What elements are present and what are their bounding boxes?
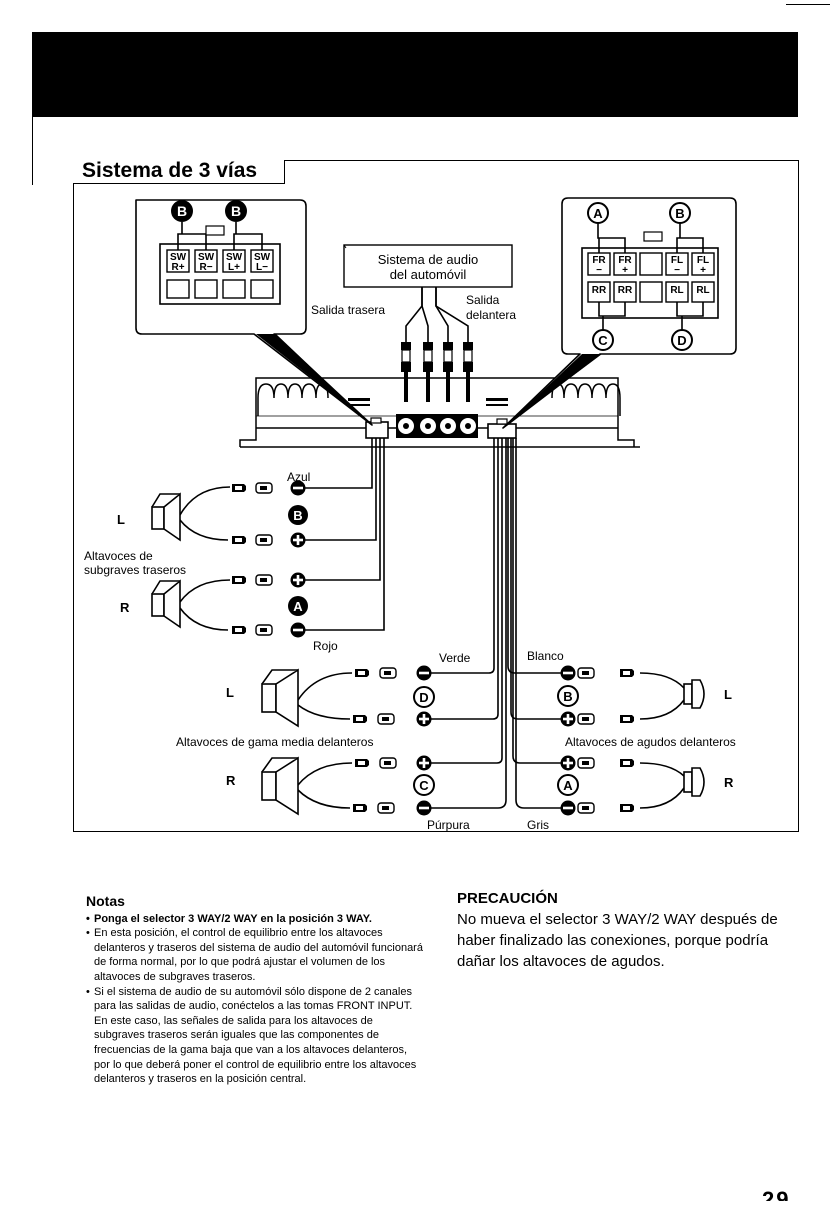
svg-text:RL: RL bbox=[696, 285, 709, 296]
svg-text:FR: FR bbox=[618, 255, 632, 266]
wire-purpura: Púrpura bbox=[427, 818, 470, 832]
tweeter-left bbox=[683, 679, 705, 709]
svg-text:L+: L+ bbox=[228, 262, 240, 273]
note-item: Ponga el selector 3 WAY/2 WAY en la posi… bbox=[86, 912, 426, 927]
svg-text:RR: RR bbox=[592, 285, 607, 296]
tweeter-plugs: B A bbox=[557, 665, 634, 816]
marker-c-mid: C bbox=[419, 778, 429, 793]
caution-text: No mueva el selector 3 WAY/2 WAY después… bbox=[457, 911, 778, 970]
svg-text:FR: FR bbox=[592, 255, 606, 266]
svg-text:+: + bbox=[700, 265, 706, 276]
notes-section: Notas Ponga el selector 3 WAY/2 WAY en l… bbox=[86, 894, 426, 1087]
marker-b-right: B bbox=[231, 203, 241, 219]
sub-left-label: L bbox=[117, 512, 125, 527]
front-output-label-2: delantera bbox=[466, 308, 516, 322]
wire-gris: Gris bbox=[527, 818, 549, 832]
sub-right-label: R bbox=[120, 600, 130, 615]
mid-speaker-right bbox=[261, 756, 299, 816]
left-connector-inset: B B SW R+ SW R− SW L+ SW L− bbox=[135, 199, 373, 426]
marker-d-mid: D bbox=[419, 690, 428, 705]
right-connector-inset: A B C D FR − FR + FL − FL + RR RR RL bbox=[502, 197, 737, 429]
svg-text:FL: FL bbox=[671, 255, 683, 266]
section-title: Sistema de 3 vías bbox=[73, 160, 285, 184]
sub-plugs: B A bbox=[232, 480, 308, 638]
svg-text:+: + bbox=[622, 265, 628, 276]
page-number: 29 bbox=[762, 1187, 791, 1201]
marker-a-sub: A bbox=[293, 599, 303, 614]
amp-input-jacks bbox=[348, 398, 508, 438]
tweeter-label: Altavoces de agudos delanteros bbox=[565, 735, 736, 749]
svg-text:SW: SW bbox=[254, 252, 271, 263]
left-rule bbox=[32, 117, 33, 185]
svg-text:RR: RR bbox=[618, 285, 633, 296]
svg-text:SW: SW bbox=[170, 252, 187, 263]
rca-plugs bbox=[400, 341, 474, 403]
header-banner bbox=[32, 32, 798, 117]
mid-right-label: R bbox=[226, 773, 236, 788]
sub-wiring bbox=[179, 438, 385, 631]
marker-b-top: B bbox=[675, 206, 684, 221]
marker-b-sub: B bbox=[293, 508, 302, 523]
tweeter-right-label: R bbox=[724, 775, 734, 790]
head-unit: Sistema de audio del automóvil bbox=[343, 244, 513, 288]
head-unit-label-1: Sistema de audio bbox=[378, 252, 478, 267]
head-unit-label-2: del automóvil bbox=[390, 267, 467, 282]
wire-rojo: Rojo bbox=[313, 639, 338, 653]
caution-section: PRECAUCIÓN No mueva el selector 3 WAY/2 … bbox=[457, 890, 797, 972]
notes-list: Ponga el selector 3 WAY/2 WAY en la posi… bbox=[86, 912, 426, 1087]
svg-text:−: − bbox=[596, 265, 602, 276]
svg-text:R−: R− bbox=[199, 262, 212, 273]
sub-speaker-right bbox=[151, 579, 181, 629]
tweeter-left-label: L bbox=[724, 687, 732, 702]
rear-output-label: Salida trasera bbox=[311, 303, 385, 317]
marker-b-left: B bbox=[177, 203, 187, 219]
note-item: En esta posición, el control de equilibr… bbox=[86, 926, 426, 984]
front-output-label-1: Salida bbox=[466, 293, 500, 307]
mid-speaker-left bbox=[261, 668, 299, 728]
mid-plugs: D C bbox=[353, 665, 435, 816]
marker-b-tweeter: B bbox=[563, 689, 572, 704]
wire-blanco: Blanco bbox=[527, 649, 564, 663]
caution-title: PRECAUCIÓN bbox=[457, 890, 558, 907]
note-item: Si el sistema de audio de su automóvil s… bbox=[86, 985, 426, 1087]
svg-text:RL: RL bbox=[670, 285, 683, 296]
sub-label-2: subgraves traseros bbox=[84, 563, 186, 577]
sub-speaker-left bbox=[151, 492, 181, 542]
svg-text:SW: SW bbox=[226, 252, 243, 263]
tweeter-right bbox=[683, 767, 705, 797]
amp-rear-speaker-connector bbox=[365, 421, 389, 439]
sub-label-1: Altavoces de bbox=[84, 549, 153, 563]
mid-left-label: L bbox=[226, 685, 234, 700]
marker-c-bottom: C bbox=[598, 333, 608, 348]
marker-d-bottom: D bbox=[677, 333, 686, 348]
svg-text:R+: R+ bbox=[171, 262, 184, 273]
front-wiring bbox=[297, 438, 685, 809]
marker-a-top: A bbox=[593, 206, 603, 221]
amp-front-speaker-connector bbox=[487, 423, 517, 439]
wire-azul: Azul bbox=[287, 470, 310, 484]
rca-cables bbox=[405, 287, 469, 342]
svg-text:FL: FL bbox=[697, 255, 709, 266]
notes-title: Notas bbox=[86, 893, 125, 909]
diagram-frame bbox=[73, 160, 799, 832]
svg-text:−: − bbox=[674, 265, 680, 276]
svg-text:SW: SW bbox=[198, 252, 215, 263]
svg-text:L−: L− bbox=[256, 262, 268, 273]
marker-a-tweeter: A bbox=[563, 778, 573, 793]
wire-verde: Verde bbox=[439, 651, 471, 665]
top-rule bbox=[786, 4, 830, 5]
mid-label: Altavoces de gama media delanteros bbox=[176, 735, 373, 749]
